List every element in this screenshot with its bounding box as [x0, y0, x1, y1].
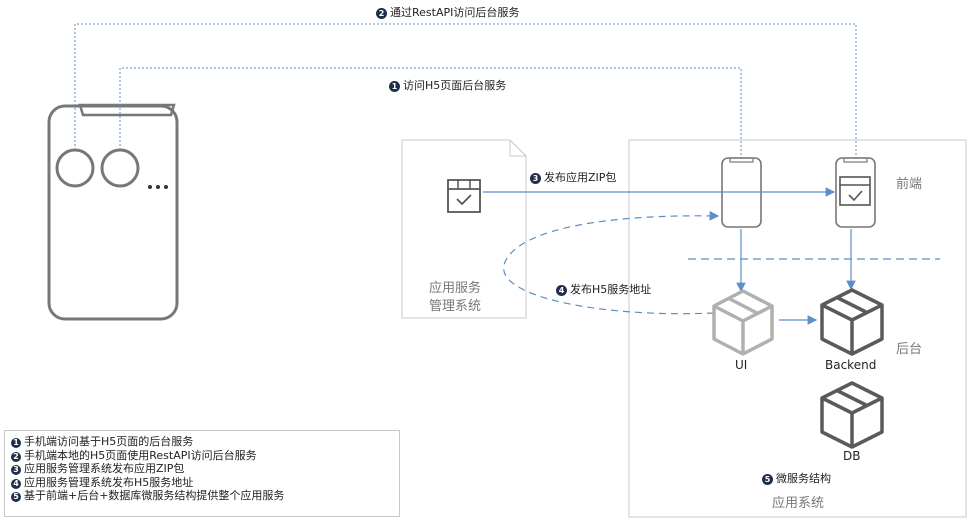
step4-text: 发布H5服务地址: [570, 283, 652, 296]
zip-package-icon: [447, 179, 481, 213]
mgmt-system-label-line2: 管理系统: [429, 299, 482, 314]
legend-text-1: 手机端访问基于H5页面的后台服务: [24, 435, 194, 448]
db-node-label: DB: [843, 449, 861, 463]
frontend-phone-native: [835, 157, 876, 228]
step4-badge: 4: [556, 285, 567, 296]
legend-badge-4: 4: [11, 478, 21, 489]
step1-text: 访问H5页面后台服务: [403, 79, 507, 92]
legend-text-4: 应用服务管理系统发布H5服务地址: [24, 475, 194, 489]
step5-badge: 5: [762, 474, 773, 485]
step1-badge: 1: [389, 81, 400, 92]
legend-text-2: 手机端本地的H5页面使用RestAPI访问后台服务: [24, 448, 257, 462]
mgmt-system-label-line1: 应用服务: [429, 281, 482, 296]
frontend-layer-label: 前端: [896, 177, 923, 192]
app-system-box: [628, 139, 967, 518]
db-box-icon: [820, 381, 884, 449]
legend-badge-3: 3: [11, 465, 21, 475]
connector-step2: [74, 23, 857, 158]
backend-layer-label: 后台: [896, 342, 923, 357]
backend-box-icon: [820, 288, 884, 356]
legend-badge-1: 1: [11, 438, 21, 448]
h5-app-circle: [55, 148, 95, 188]
legend-badge-2: 2: [11, 451, 21, 462]
step3-badge: 3: [530, 173, 541, 184]
step2-text: 通过RestAPI访问后台服务: [390, 6, 520, 19]
legend-text-5: 基于前端+后台+数据库微服务结构提供整个应用服务: [24, 489, 285, 502]
backend-node-label: Backend: [825, 358, 877, 372]
legend-badge-5: 5: [11, 492, 21, 502]
phone-device: [47, 103, 179, 321]
ui-node-label: UI: [735, 358, 748, 372]
step2-badge: 2: [376, 8, 387, 19]
app-system-title: 应用系统: [772, 496, 825, 511]
arrow-step4: [503, 211, 720, 315]
step3-text: 发布应用ZIP包: [544, 171, 617, 184]
step5-text: 微服务结构: [776, 472, 831, 485]
legend-text-3: 应用服务管理系统发布应用ZIP包: [24, 462, 185, 475]
ui-box-icon: [712, 289, 774, 356]
connector-step1: [119, 67, 742, 158]
native-app-circle: [100, 148, 140, 188]
mgmt-system-box: [401, 139, 527, 319]
